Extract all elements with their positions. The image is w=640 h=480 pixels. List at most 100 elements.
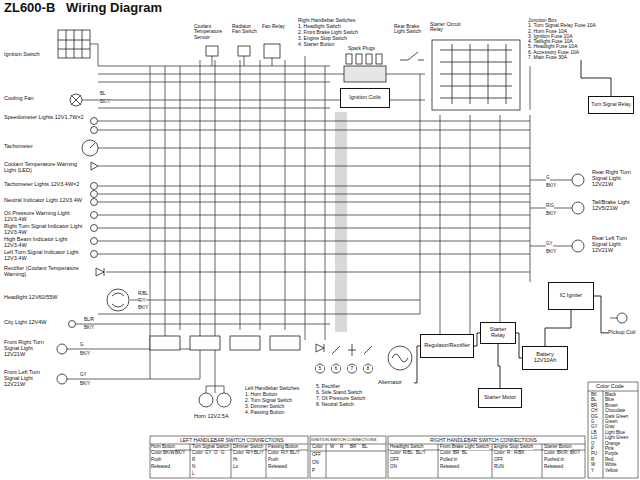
color-code: GY [591, 425, 598, 430]
table-cell: R [340, 445, 343, 450]
table-cell: Color [440, 451, 451, 456]
switch-connector [230, 336, 260, 350]
lamp-symbol [91, 127, 98, 134]
sensor-label: Coolant Temperature Sensor [194, 24, 230, 40]
switch-list-item: 1. Headlight Switch [298, 24, 341, 29]
color-name: Black [605, 393, 616, 398]
node-text: Tachometer [4, 144, 44, 150]
spark-plug-symbol [356, 54, 362, 64]
table-header: Engine Stop Switch [494, 445, 533, 450]
node-text: Left Turn Signal Indicator Light 12V3.4W [4, 250, 88, 262]
node-text: Starter Circuit Relay [430, 22, 470, 33]
node-text: Front Right Turn Signal Light 12V21W [4, 340, 48, 357]
table-cell: BL [362, 445, 368, 450]
lamp-label: Left Turn Signal Indicator Light 12V3.4W [4, 250, 88, 262]
color-code-grid [588, 391, 638, 478]
color-name: White [605, 463, 617, 468]
table-cell: Color [233, 451, 244, 456]
lamp-label: Speedometer Lights 12V1.7W×2 [4, 115, 88, 121]
node-text: Tachometer Lights 12V3.4W×2 [4, 182, 88, 188]
table-cell: Lo [233, 465, 238, 470]
table-cell: Color [312, 445, 323, 450]
node-text: Coolant Temperature Warning Light (LED) [4, 162, 88, 174]
wire-color: BL [100, 92, 106, 97]
node-text: Starter Relay [483, 327, 513, 339]
table-cell: R [507, 451, 510, 456]
lamp-symbol [91, 212, 98, 219]
part-name: Spark Plugs [348, 46, 375, 51]
part-list-item: 7. Oil Pressure Switch [316, 396, 365, 401]
junction-box-label: Junction Box1. Turn Signal Relay Fuse 10… [528, 18, 634, 60]
relay-label: Starter Circuit Relay [430, 22, 470, 33]
node-text: IC Igniter [551, 293, 591, 299]
part-list-item: 8. Neutral Switch [316, 402, 354, 407]
switch-connector [190, 336, 220, 350]
table-cell: BR [453, 451, 459, 456]
ignition-coil-box: Ignition Coils [340, 88, 390, 108]
table-cell: Color [268, 451, 279, 456]
node-text: Speedometer Lights 12V1.7W×2 [4, 115, 88, 121]
switch-label: Ignition Switch [4, 52, 44, 58]
table-cell: R/Y [246, 451, 254, 456]
table-header: Turn Signal Switch [192, 445, 229, 450]
wire-color: BK/Y [100, 100, 110, 105]
table-cell: BL [462, 451, 468, 456]
headlight-symbol [107, 289, 129, 311]
table-header: Front Brake Light Switch [440, 445, 489, 450]
node-text: Ignition Coils [343, 95, 387, 101]
callout-circle [316, 364, 325, 373]
motor-box: Starter Motor [478, 388, 522, 408]
node-text: Ignition Switch [4, 52, 44, 58]
color-code: G [591, 420, 595, 425]
table-cell: Color [494, 451, 505, 456]
lamp-label: High Beam Indicator Light 12V3.4W [4, 237, 88, 249]
switch-list-item: 3. Dimmer Switch [245, 404, 284, 409]
node-text: Front Left Turn Signal Light 12V21W [4, 370, 48, 387]
color-code: O [591, 442, 595, 447]
node-text: Alternator [378, 380, 414, 386]
node-text: Neutral Indicator Light 12V3.4W [4, 198, 88, 204]
lamp-label: Tachometer Lights 12V3.4W×2 [4, 182, 88, 188]
lamp-label: Oil Pressure Warning Light 12V3.4W [4, 211, 88, 223]
table-cell: BK/W [163, 451, 175, 456]
spark-plug-symbol [346, 54, 352, 64]
wire-connector [545, 310, 571, 346]
lamp-label: Coolant Temperature Warning Light (LED) [4, 162, 88, 174]
color-name: Orange [605, 442, 620, 447]
wire-color: BK/Y [84, 326, 94, 331]
connector-grid [58, 30, 90, 58]
color-code-title: Color Code [596, 384, 624, 390]
color-code: W [591, 463, 595, 468]
color-name: Light Blue [605, 431, 625, 436]
turn-signal-symbol [57, 374, 67, 384]
table-cell: Pushed in [544, 458, 564, 463]
wire-color: BK/Y [80, 382, 90, 387]
relay-box: Turn Signal Relay [588, 96, 634, 114]
switch-list-heading: Left Handlebar Switches [245, 386, 299, 391]
horn-symbol [217, 393, 231, 407]
regulator-box: Regulator/Rectifier [420, 334, 474, 358]
side-stand-switch-symbol [332, 346, 340, 354]
switch-label: Radiator Fan Switch [232, 24, 260, 35]
table-cell: Released [440, 465, 459, 470]
node-text: Headlight 12V60/55W [4, 295, 64, 301]
table-cell: O [214, 451, 218, 456]
wire-connector [498, 344, 500, 388]
table-cell: ON [390, 465, 397, 470]
callout-number: 8 [364, 366, 372, 371]
callout-circle [364, 364, 373, 373]
node-text: City Light 12V4W [4, 320, 60, 326]
node-text: Regulator/Rectifier [423, 343, 471, 349]
turn-signal-label: Rear Left Turn Signal Light 12V21W [592, 236, 636, 253]
switch-list-item: 4. Passing Button [245, 410, 284, 415]
relay-box: Starter Relay [480, 322, 516, 344]
spark-plug-symbol [376, 54, 382, 64]
table-cell: R/Y [281, 451, 289, 456]
table-cell: R/BK [514, 451, 525, 456]
brake-switch-symbol [400, 52, 424, 60]
alternator-label: Alternator [378, 380, 414, 386]
horn-label: Horn 12V2.5A [194, 414, 240, 420]
turn-signal-symbol [572, 174, 584, 186]
callout-circle [332, 364, 341, 373]
diagram-title: ZL600-B Wiring Diagram [4, 1, 162, 15]
